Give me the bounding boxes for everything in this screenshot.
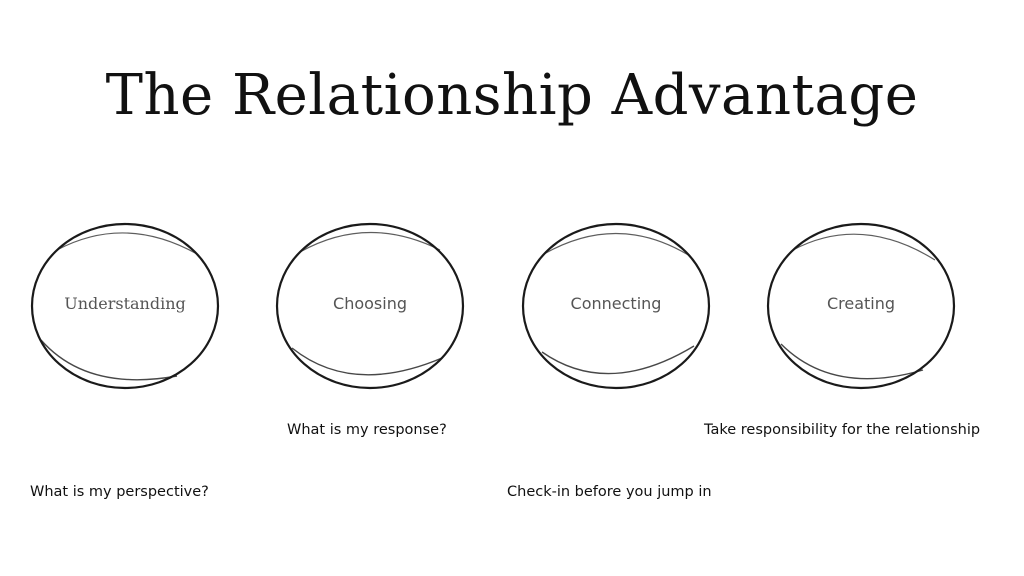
caption-understanding: What is my perspective?	[30, 484, 209, 500]
ellipse-outline	[275, 222, 465, 390]
ellipse-outline	[30, 222, 220, 390]
stage-label: Creating	[826, 294, 896, 313]
stage-label: Connecting	[570, 294, 662, 313]
stage-label: Understanding	[64, 294, 186, 313]
caption-choosing: What is my response?	[287, 422, 447, 438]
caption-connecting: Check-in before you jump in	[507, 484, 712, 500]
ellipse-outline	[766, 222, 956, 390]
stage-choosing: Choosing	[272, 220, 468, 392]
stage-connecting: Connecting	[518, 220, 714, 392]
caption-creating: Take responsibility for the relationship	[704, 422, 981, 438]
stage-creating: Creating	[763, 220, 959, 392]
ellipse-outline	[521, 222, 711, 390]
slide-title: The Relationship Advantage	[105, 63, 919, 128]
stage-understanding: Understanding	[27, 220, 223, 392]
stage-label: Choosing	[333, 294, 407, 313]
